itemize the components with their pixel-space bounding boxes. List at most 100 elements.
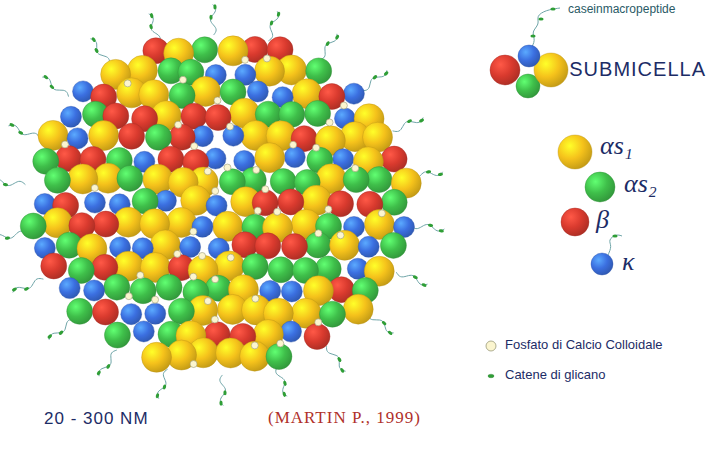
phosphate-dot bbox=[212, 188, 219, 195]
glycan-dot bbox=[530, 34, 535, 37]
glycan-dot bbox=[3, 183, 9, 187]
legend-label: Catene di glicano bbox=[505, 368, 605, 382]
phosphate-dot bbox=[313, 144, 320, 151]
legend-swatch bbox=[591, 253, 613, 275]
phosphate-dot bbox=[252, 295, 259, 302]
phosphate-dot bbox=[277, 340, 284, 347]
glycan-dot bbox=[383, 71, 389, 77]
glycan-dot bbox=[334, 34, 339, 40]
phosphate-dot bbox=[124, 80, 131, 87]
casein-sphere bbox=[268, 257, 294, 283]
phosphate-dot bbox=[224, 164, 231, 171]
peptide-chain bbox=[8, 125, 39, 138]
casein-sphere bbox=[20, 213, 46, 239]
glycan-dot bbox=[5, 236, 11, 240]
phosphate-dot bbox=[175, 121, 182, 128]
peptide-chain bbox=[13, 278, 44, 292]
phosphate-dot bbox=[137, 272, 144, 279]
casein-sphere bbox=[41, 253, 67, 279]
phosphate-dot bbox=[179, 76, 186, 83]
phosphate-dot bbox=[214, 97, 221, 104]
glycan-dot bbox=[91, 37, 97, 43]
casein-sphere bbox=[156, 274, 182, 300]
casein-sphere bbox=[366, 167, 392, 193]
peptide-chain bbox=[42, 77, 68, 97]
glycan-dot bbox=[412, 275, 418, 280]
casein-sphere bbox=[281, 281, 302, 302]
phosphate-dot bbox=[174, 250, 181, 257]
phosphate-dot bbox=[190, 273, 197, 280]
casein-sphere bbox=[44, 167, 70, 193]
casein-sphere bbox=[142, 342, 172, 372]
legend-swatch bbox=[486, 341, 496, 351]
casein-sphere bbox=[59, 278, 80, 299]
casein-sphere bbox=[117, 165, 143, 191]
phosphate-dot bbox=[290, 141, 297, 148]
glycan-dot bbox=[47, 334, 53, 340]
glycan-dot bbox=[372, 74, 378, 80]
phosphate-dot bbox=[274, 208, 281, 215]
casein-spheres bbox=[20, 36, 421, 372]
glycan-dot bbox=[49, 84, 55, 90]
glycan-dot bbox=[426, 170, 432, 174]
phosphate-dot bbox=[242, 56, 249, 63]
phosphate-dot bbox=[191, 143, 198, 150]
peptide-chain bbox=[0, 179, 25, 186]
glycan-dot bbox=[387, 330, 393, 336]
legend-label: Fosfato di Calcio Colloidale bbox=[505, 338, 663, 352]
phosphate-dot bbox=[378, 210, 385, 217]
phosphate-dot bbox=[61, 141, 68, 148]
phosphate-dot bbox=[190, 361, 197, 368]
glycan-dot bbox=[11, 287, 17, 292]
phosphate-dot bbox=[325, 206, 332, 213]
glycan-dot bbox=[9, 122, 15, 127]
submicelle-sphere bbox=[518, 45, 540, 67]
glycan-dot bbox=[339, 367, 345, 373]
casein-sphere bbox=[328, 191, 354, 217]
phosphate-dot bbox=[227, 254, 234, 261]
glycan-dot bbox=[219, 400, 222, 405]
legend-label: αs₁ bbox=[600, 132, 633, 161]
peptide-chain bbox=[530, 8, 560, 50]
casein-sphere bbox=[284, 147, 305, 168]
glycan-dot bbox=[381, 320, 387, 326]
submicelle-icon bbox=[490, 7, 568, 98]
casein-sphere bbox=[119, 123, 145, 149]
dimension: 20 - 300 NM bbox=[44, 410, 149, 429]
casein-sphere bbox=[190, 76, 220, 106]
casein-sphere bbox=[104, 322, 130, 348]
phosphate-dot bbox=[211, 316, 218, 323]
casein-sphere bbox=[84, 280, 105, 301]
casein-sphere bbox=[121, 304, 142, 325]
part-label: SUBMICELLA bbox=[569, 58, 706, 80]
glycan-dot bbox=[43, 74, 49, 80]
glycan-dot bbox=[421, 283, 427, 288]
glycan-dot bbox=[428, 223, 434, 227]
phosphate-dot bbox=[254, 207, 261, 214]
casein-sphere bbox=[343, 83, 364, 104]
casein-sphere bbox=[192, 37, 218, 63]
peptide-chain bbox=[393, 118, 424, 132]
casein-sphere bbox=[145, 303, 166, 324]
phosphate-dot bbox=[326, 119, 333, 126]
submicelle-sphere bbox=[490, 55, 520, 85]
phosphate-dot bbox=[263, 55, 270, 62]
citation: (MARTIN P., 1999) bbox=[268, 409, 421, 428]
peptide-chain bbox=[99, 350, 117, 376]
peptide-chain bbox=[362, 70, 387, 91]
glycan-dot bbox=[439, 229, 445, 233]
phosphate-dot bbox=[340, 102, 347, 109]
glycan-dot bbox=[283, 380, 288, 386]
glycan-dot bbox=[162, 384, 166, 390]
glycan-dot bbox=[106, 363, 111, 369]
casein-sphere bbox=[155, 190, 176, 211]
casein-sphere bbox=[180, 236, 201, 257]
phosphate-dot bbox=[125, 293, 132, 300]
casein-sphere bbox=[60, 106, 81, 127]
casein-sphere bbox=[89, 121, 119, 151]
phosphate-dot bbox=[152, 296, 159, 303]
glycan-dot bbox=[538, 17, 543, 20]
legend-label: αs₂ bbox=[624, 170, 657, 199]
casein-sphere bbox=[84, 192, 105, 213]
